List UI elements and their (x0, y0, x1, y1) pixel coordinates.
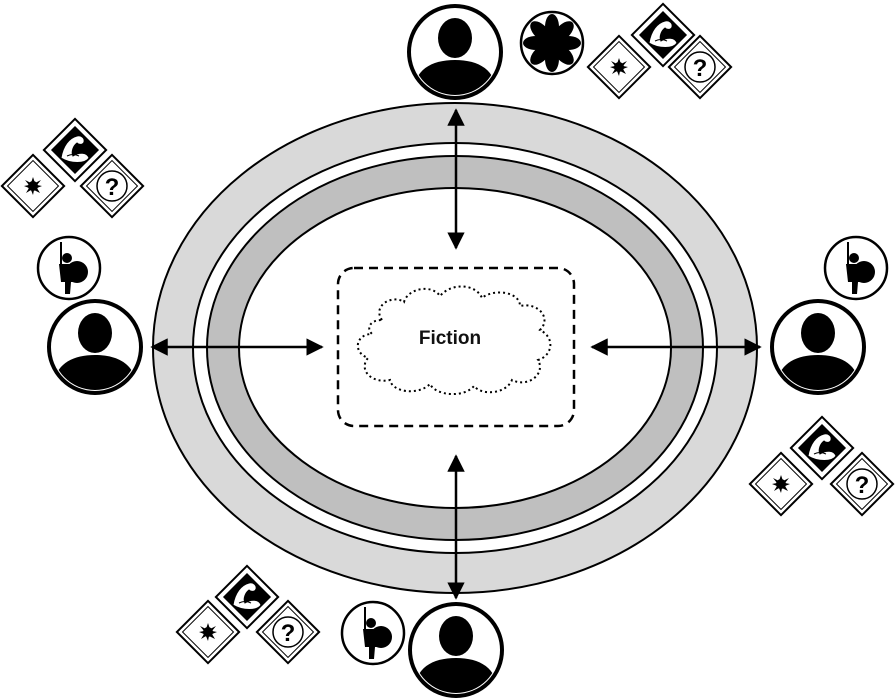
warrior-token-icon (340, 600, 406, 666)
magic-card-icon (0, 153, 66, 219)
avatar-right (772, 301, 864, 393)
avatar-top (409, 6, 501, 98)
fiction-cloud (357, 285, 552, 395)
magic-card-icon (748, 451, 814, 517)
avatar-left (49, 301, 141, 393)
warrior-token-icon (36, 235, 102, 301)
flower-token-icon (519, 10, 585, 76)
avatar-bottom (410, 604, 502, 696)
fiction-label: Fiction (418, 328, 482, 349)
warrior-token-icon (823, 235, 889, 301)
